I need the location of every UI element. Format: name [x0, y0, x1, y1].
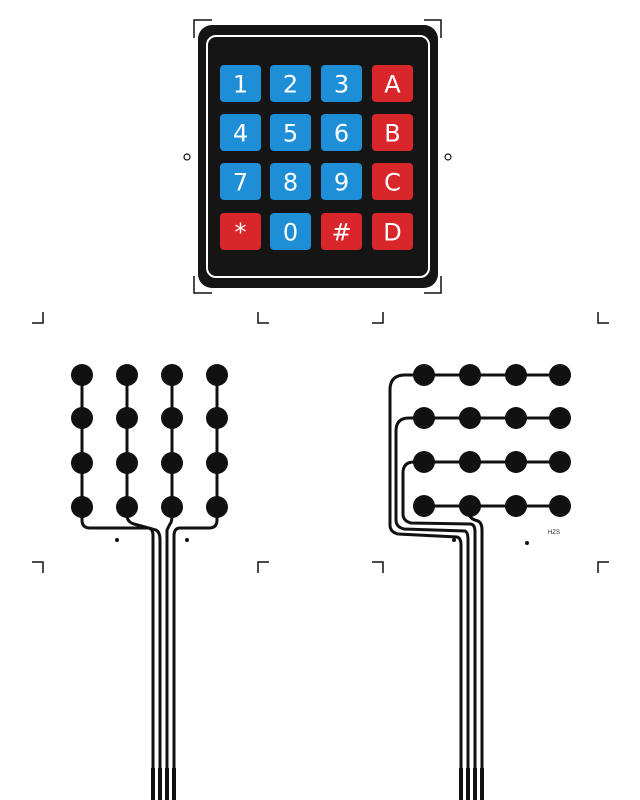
key-C[interactable]: C	[372, 163, 413, 200]
key-6[interactable]: 6	[321, 114, 362, 151]
alignment-dot	[452, 538, 456, 542]
contact-pad	[459, 495, 481, 517]
contact-pad	[549, 407, 571, 429]
key-face[interactable]	[270, 114, 311, 151]
key-face[interactable]	[220, 65, 261, 102]
key-label: 9	[334, 169, 349, 197]
alignment-dot	[115, 538, 119, 542]
contact-pad	[161, 364, 183, 386]
contact-pad	[116, 496, 138, 518]
contact-pad	[549, 495, 571, 517]
contact-pad	[413, 451, 435, 473]
contact-pad	[549, 451, 571, 473]
key-face[interactable]	[372, 163, 413, 200]
key-face[interactable]	[220, 213, 261, 250]
contact-pad	[413, 407, 435, 429]
key-label: *	[235, 219, 247, 247]
circuit-layer-columns	[80, 375, 219, 785]
contact-pad	[116, 452, 138, 474]
contact-pad	[206, 452, 228, 474]
alignment-dot	[525, 541, 529, 545]
contact-pad	[71, 407, 93, 429]
key-8[interactable]: 8	[270, 163, 311, 200]
contact-pad	[161, 452, 183, 474]
key-A[interactable]: A	[372, 65, 413, 102]
mount-hole-left	[183, 153, 191, 161]
contact-pad	[116, 364, 138, 386]
contact-pad	[161, 407, 183, 429]
contact-pad	[71, 496, 93, 518]
key-label: D	[383, 219, 401, 247]
key-label: 8	[283, 169, 298, 197]
contact-pad	[505, 495, 527, 517]
key-face[interactable]	[270, 213, 311, 250]
key-label: #	[331, 219, 351, 247]
key-label: C	[384, 169, 401, 197]
left-connector-tail	[151, 768, 176, 800]
contact-pad	[459, 407, 481, 429]
key-face[interactable]	[321, 114, 362, 151]
keypad-crop-marks	[193, 19, 442, 294]
key-3[interactable]: 3	[321, 65, 362, 102]
key-label: 2	[283, 71, 298, 99]
contact-pad	[71, 452, 93, 474]
key-label: 0	[283, 219, 298, 247]
key-B[interactable]: B	[372, 114, 413, 151]
keypad: 1 2 3 A 4 5 6 B 7 8 9 C * 0 # D	[198, 25, 438, 288]
key-label: 5	[283, 120, 298, 148]
left-circuit-pads	[71, 364, 228, 518]
key-4[interactable]: 4	[220, 114, 261, 151]
key-face[interactable]	[321, 213, 362, 250]
key-face[interactable]	[372, 213, 413, 250]
key-#[interactable]: #	[321, 213, 362, 250]
circuit-layer-rows	[388, 373, 560, 785]
key-face[interactable]	[372, 114, 413, 151]
contact-pad	[459, 364, 481, 386]
contact-pad	[505, 407, 527, 429]
key-9[interactable]: 9	[321, 163, 362, 200]
alignment-dot	[185, 538, 189, 542]
key-face[interactable]	[321, 163, 362, 200]
contact-pad	[505, 451, 527, 473]
key-*[interactable]: *	[220, 213, 261, 250]
contact-pad	[549, 364, 571, 386]
key-face[interactable]	[220, 163, 261, 200]
contact-pad	[206, 364, 228, 386]
contact-pad	[206, 496, 228, 518]
contact-pad	[459, 451, 481, 473]
contact-pad	[413, 364, 435, 386]
key-D[interactable]: D	[372, 213, 413, 250]
key-1[interactable]: 1	[220, 65, 261, 102]
right-circuit-pads	[413, 364, 571, 517]
key-face[interactable]	[270, 163, 311, 200]
key-face[interactable]	[372, 65, 413, 102]
key-label: B	[384, 120, 400, 148]
key-label: 4	[233, 120, 248, 148]
contact-pad	[71, 364, 93, 386]
key-label: 3	[334, 71, 349, 99]
key-2[interactable]: 2	[270, 65, 311, 102]
contact-pad	[505, 364, 527, 386]
keypad-keys: 1 2 3 A 4 5 6 B 7 8 9 C * 0 # D	[220, 65, 413, 250]
right-connector-tail	[459, 768, 484, 800]
keypad-border-line	[206, 35, 430, 278]
key-face[interactable]	[220, 114, 261, 151]
contact-pad	[206, 407, 228, 429]
key-label: 6	[334, 120, 349, 148]
mount-hole-right	[444, 153, 452, 161]
circuit-marking: HZS	[548, 530, 560, 536]
key-label: A	[384, 71, 401, 99]
key-face[interactable]	[321, 65, 362, 102]
key-label: 1	[233, 71, 248, 99]
circuit-crop-marks	[32, 312, 609, 573]
contact-pad	[161, 496, 183, 518]
key-label: 7	[233, 169, 248, 197]
key-7[interactable]: 7	[220, 163, 261, 200]
key-5[interactable]: 5	[270, 114, 311, 151]
key-face[interactable]	[270, 65, 311, 102]
contact-pad	[116, 407, 138, 429]
key-0[interactable]: 0	[270, 213, 311, 250]
contact-pad	[413, 495, 435, 517]
